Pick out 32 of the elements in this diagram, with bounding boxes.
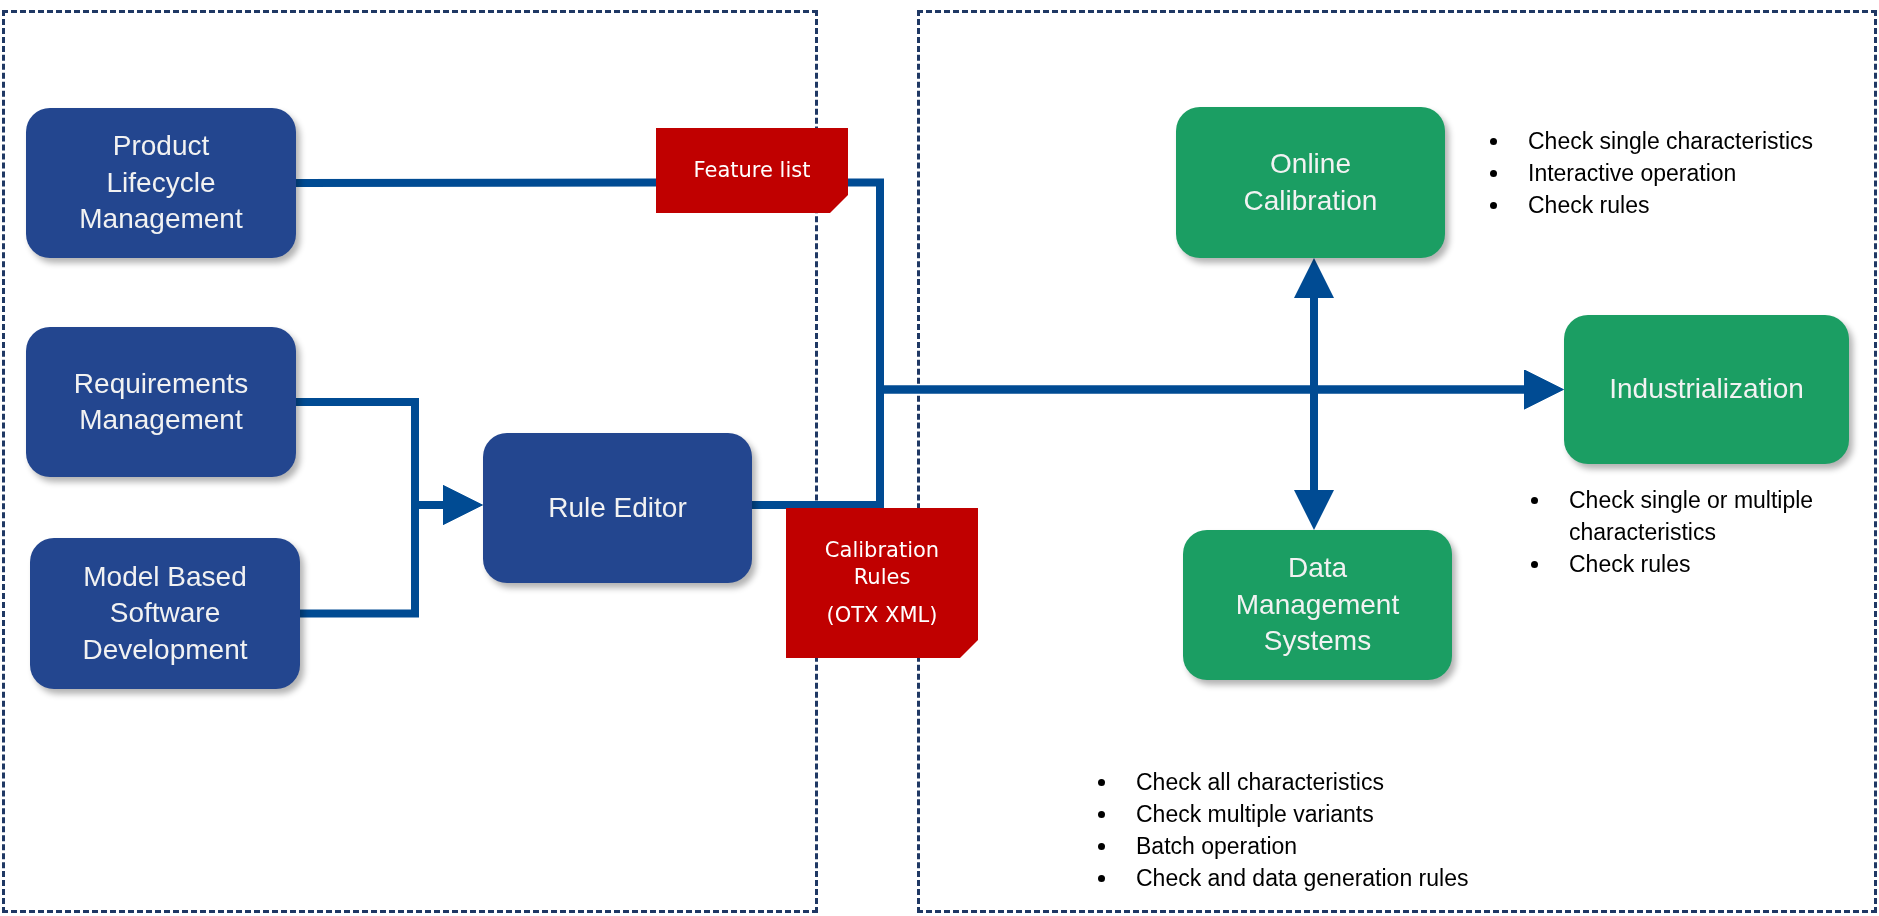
node-label: Industrialization — [1609, 372, 1804, 407]
bullet-text: Check single or multiple characteristics — [1569, 487, 1814, 545]
node-label: Feature list — [693, 156, 811, 184]
bullet-text: Check single characteristics — [1528, 128, 1814, 154]
document-note — [656, 128, 848, 213]
node-label: Calibration Rules — [823, 537, 941, 592]
node-label: Model Based Software Development — [81, 559, 249, 667]
node-label: Online Calibration — [1242, 147, 1379, 218]
process-box — [30, 538, 300, 689]
connector-arrow — [848, 178, 1564, 410]
bullet-text: Check multiple variants — [1136, 801, 1374, 827]
process-box — [26, 108, 296, 258]
process-box — [483, 433, 752, 583]
bullet-text: Check all characteristics — [1136, 769, 1384, 795]
bullet-text: Batch operation — [1136, 833, 1298, 859]
bullet-text: Interactive operation — [1528, 160, 1737, 186]
node-label: Product Lifecycle Management — [78, 129, 244, 237]
node-label: Data Management Systems — [1234, 551, 1401, 659]
bullet-text: Check and data generation rules — [1136, 865, 1469, 891]
node-label: Rule Editor — [548, 490, 687, 525]
bullet-text: Check rules — [1528, 192, 1650, 218]
node-label: Requirements Management — [72, 366, 250, 437]
node-label: (OTX XML) — [826, 601, 938, 629]
process-box — [1564, 315, 1849, 464]
connector-arrow — [1294, 258, 1334, 530]
process-box — [26, 327, 296, 477]
dashed-group-frame — [2, 10, 818, 913]
document-note — [786, 508, 978, 658]
connector-arrow — [300, 485, 483, 618]
process-box — [1176, 107, 1445, 258]
process-box — [1183, 530, 1452, 680]
bullet-text: Check rules — [1569, 551, 1691, 577]
